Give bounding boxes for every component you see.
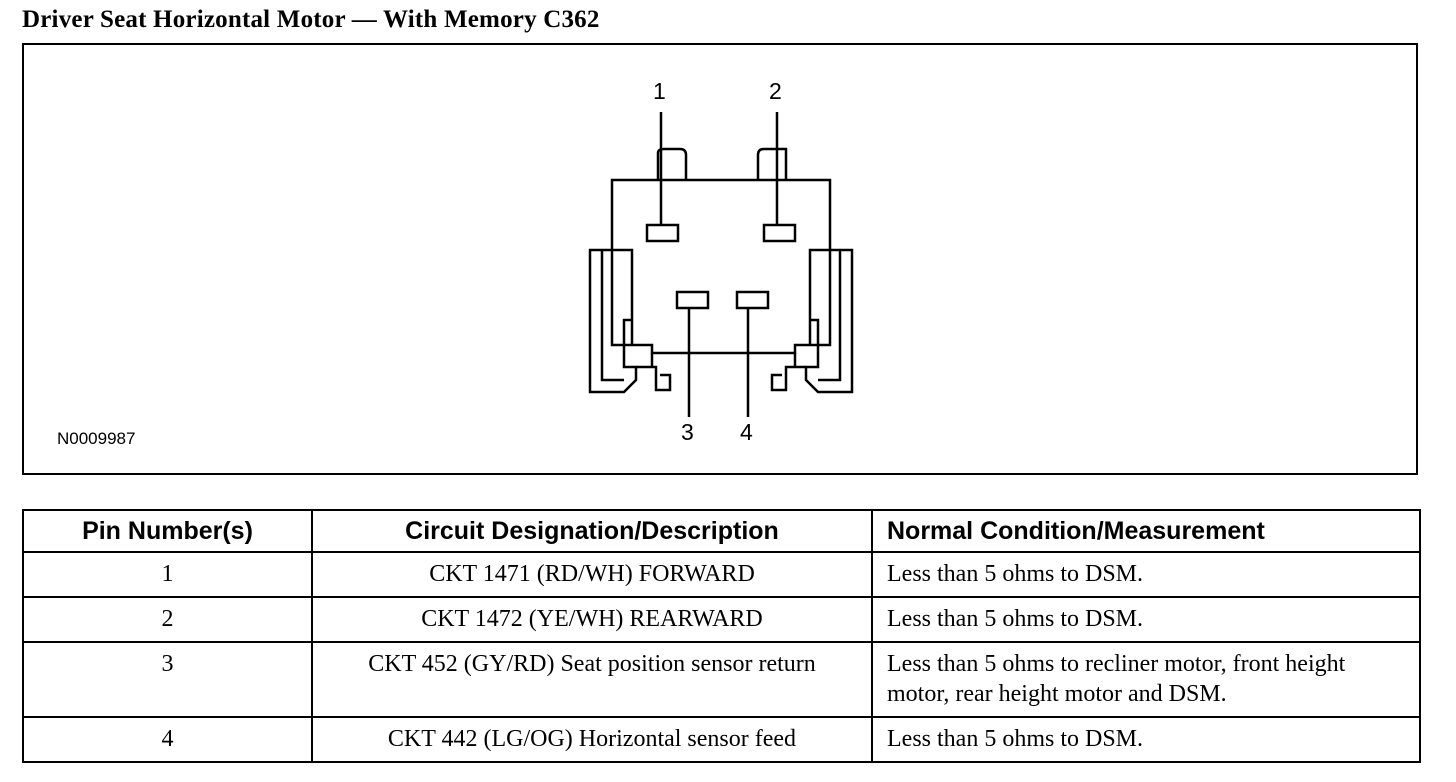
condition-cell: Less than 5 ohms to DSM. [871, 716, 1421, 763]
circuit-cell: CKT 1471 (RD/WH) FORWARD [311, 551, 873, 598]
circuit-cell: CKT 452 (GY/RD) Seat position sensor ret… [311, 641, 873, 718]
pin-cell: 3 [22, 641, 313, 718]
circuit-cell: CKT 1472 (YE/WH) REARWARD [311, 596, 873, 643]
cavity-pin-1 [645, 223, 680, 243]
pin-cell: 2 [22, 596, 313, 643]
table-header-row: Pin Number(s) Circuit Designation/Descri… [22, 509, 1421, 553]
column-header-circuit: Circuit Designation/Description [311, 509, 873, 553]
connector-face-drawing [588, 112, 854, 417]
connector-diagram: 1 2 3 4 N0009987 [22, 43, 1418, 475]
pin-label-2: 2 [769, 78, 782, 104]
table-row: 2 CKT 1472 (YE/WH) REARWARD Less than 5 … [22, 596, 1421, 643]
pin-label-4: 4 [740, 419, 753, 445]
condition-cell: Less than 5 ohms to DSM. [871, 596, 1421, 643]
column-header-pin: Pin Number(s) [22, 509, 313, 553]
pin-label-3: 3 [681, 419, 694, 445]
cavity-pin-2 [762, 223, 797, 243]
column-header-condition: Normal Condition/Measurement [871, 509, 1421, 553]
condition-cell: Less than 5 ohms to recliner motor, fron… [871, 641, 1421, 718]
figure-id: N0009987 [57, 429, 136, 448]
condition-cell: Less than 5 ohms to DSM. [871, 551, 1421, 598]
cavity-pin-3 [675, 290, 710, 310]
table-row: 1 CKT 1471 (RD/WH) FORWARD Less than 5 o… [22, 551, 1421, 598]
cavity-pin-4 [735, 290, 770, 310]
pin-label-1: 1 [653, 78, 666, 104]
circuit-cell: CKT 442 (LG/OG) Horizontal sensor feed [311, 716, 873, 763]
table-row: 4 CKT 442 (LG/OG) Horizontal sensor feed… [22, 716, 1421, 763]
pin-cell: 4 [22, 716, 313, 763]
page-title: Driver Seat Horizontal Motor — With Memo… [22, 6, 600, 33]
table-row: 3 CKT 452 (GY/RD) Seat position sensor r… [22, 641, 1421, 718]
pin-cell: 1 [22, 551, 313, 598]
pin-table: Pin Number(s) Circuit Designation/Descri… [22, 509, 1421, 763]
